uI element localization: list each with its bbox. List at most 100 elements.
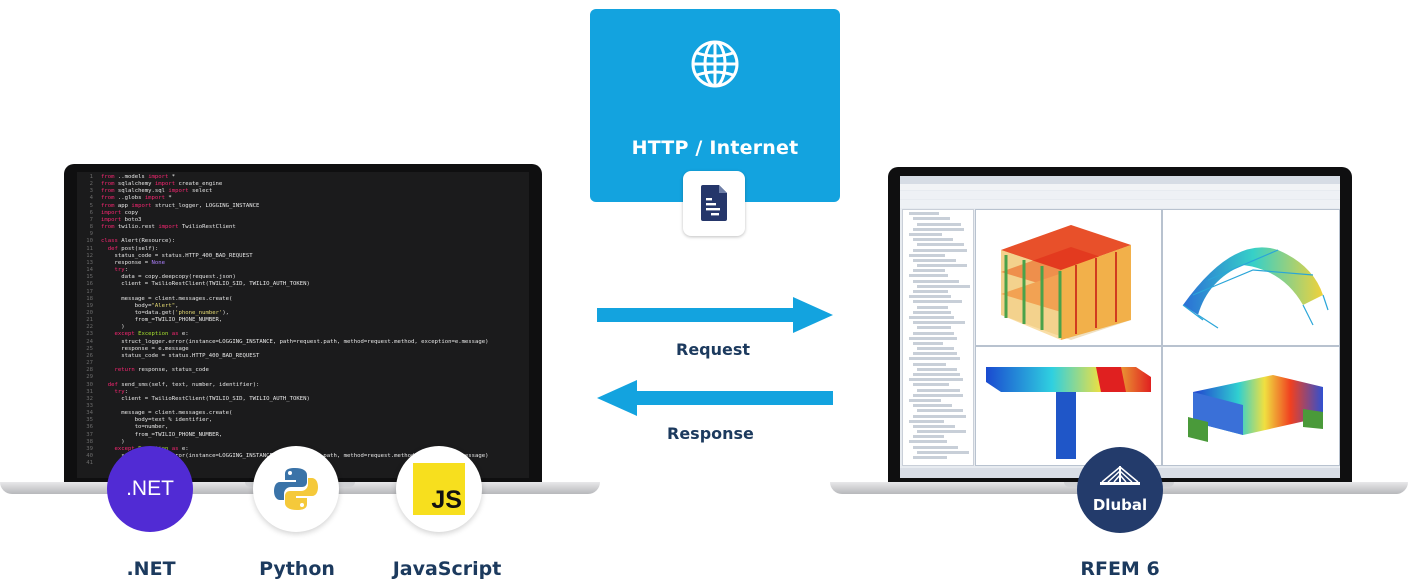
code-text: try: xyxy=(114,267,128,274)
http-internet-label: HTTP / Internet xyxy=(631,137,799,159)
code-line: 37 from_=TWILIO_PHONE_NUMBER, xyxy=(77,432,529,439)
navigator-tree-item xyxy=(913,300,962,304)
navigator-tree-item xyxy=(909,253,945,257)
code-text: body="Alert", xyxy=(134,302,179,309)
navigator-tree-item xyxy=(913,258,956,262)
line-number: 21 xyxy=(86,317,93,324)
code-line: 36 to=number, xyxy=(77,424,529,431)
navigator-tree-item xyxy=(909,357,960,361)
beam-model-graphic xyxy=(1188,375,1323,442)
building-model-graphic xyxy=(1001,225,1131,340)
code-line: 27 xyxy=(77,360,529,367)
code-line: 35 body=text % identifier, xyxy=(77,417,529,424)
code-line: 17 xyxy=(77,289,529,296)
http-internet-box: HTTP / Internet xyxy=(590,9,840,202)
request-arrow xyxy=(597,297,833,333)
model-view-building xyxy=(975,209,1162,346)
line-number: 15 xyxy=(86,274,93,281)
code-line: 31 try: xyxy=(77,389,529,396)
navigator-tree-item xyxy=(913,290,948,293)
line-number: 10 xyxy=(86,238,93,245)
code-text: status_code = status.HTTP_400_BAD_REQUES… xyxy=(114,252,253,259)
line-number: 30 xyxy=(86,381,93,388)
code-text: to=number, xyxy=(134,424,169,431)
line-number: 20 xyxy=(86,309,93,316)
code-line: 18 message = client.messages.create( xyxy=(77,296,529,303)
code-text: from ..models import * xyxy=(101,174,176,180)
code-text: from ..globs import * xyxy=(101,195,172,202)
line-number: 11 xyxy=(86,245,93,252)
navigator-tree-item xyxy=(913,238,953,242)
code-line: 29 xyxy=(77,374,529,381)
navigator-tree-item xyxy=(913,362,946,366)
code-text: class Alert(Resource): xyxy=(101,238,176,245)
code-text: client = TwilioRestClient(TWILIO_SID, TW… xyxy=(121,395,310,402)
bridge-icon xyxy=(1100,466,1140,485)
line-number: 35 xyxy=(86,417,93,424)
line-number: 40 xyxy=(86,453,93,460)
code-text: response = None xyxy=(114,259,166,266)
navigator-tree-item xyxy=(913,404,952,408)
code-text: status_code = status.HTTP_400_BAD_REQUES… xyxy=(121,352,260,359)
line-number: 8 xyxy=(89,224,93,231)
navigator-tree-item xyxy=(913,279,959,283)
app-title-bar xyxy=(900,176,1340,184)
navigator-tree-item xyxy=(909,398,941,402)
line-number: 17 xyxy=(86,288,93,295)
navigator-tree-item xyxy=(909,440,947,444)
response-label: Response xyxy=(667,424,754,443)
frame-model-graphic xyxy=(986,367,1151,459)
navigator-tree-item xyxy=(913,331,954,335)
navigator-tree-item xyxy=(913,414,966,418)
code-line: 32 client = TwilioRestClient(TWILIO_SID,… xyxy=(77,396,529,403)
line-number: 38 xyxy=(86,438,93,445)
line-number: 6 xyxy=(89,209,93,216)
line-number: 5 xyxy=(89,202,93,209)
line-number: 14 xyxy=(86,267,93,274)
code-line: 14 try: xyxy=(77,267,529,274)
navigator-tree-item xyxy=(913,217,950,221)
roof-model-graphic xyxy=(1182,247,1329,329)
line-number: 31 xyxy=(86,388,93,395)
code-text: to=data.get('phone_number'), xyxy=(134,309,230,316)
navigator-tree-item xyxy=(909,295,951,299)
app-toolbar-1 xyxy=(900,191,1340,199)
code-line: 4 from ..globs import * xyxy=(77,195,529,202)
navigator-tree-item xyxy=(917,243,964,247)
code-line: 12 status_code = status.HTTP_400_BAD_REQ… xyxy=(77,253,529,260)
line-number: 32 xyxy=(86,395,93,402)
code-line: 25 response = e.message xyxy=(77,346,529,353)
code-text: from_=TWILIO_PHONE_NUMBER, xyxy=(134,317,223,324)
code-text: from sqlalchemy.sql import select xyxy=(101,188,213,195)
code-text: try: xyxy=(114,388,128,395)
line-number: 16 xyxy=(86,281,93,288)
navigator-tree-item xyxy=(909,212,939,216)
line-number: 3 xyxy=(89,188,93,195)
code-line: 19 body="Alert", xyxy=(77,303,529,310)
line-number: 26 xyxy=(86,352,93,359)
code-line: 10 class Alert(Resource): xyxy=(77,238,529,245)
code-text: ) xyxy=(101,324,125,331)
navigator-tree-item xyxy=(913,321,965,325)
navigator-tree-item xyxy=(913,373,960,376)
navigator-tree-item xyxy=(917,284,970,288)
navigator-tree-item xyxy=(913,341,943,345)
model-view-beam xyxy=(1162,346,1340,466)
code-text: import copy xyxy=(101,209,139,216)
navigator-tree-item xyxy=(913,248,967,252)
code-line: 26 status_code = status.HTTP_400_BAD_REQ… xyxy=(77,353,529,360)
app-menu-bar xyxy=(900,184,1340,190)
line-number: 34 xyxy=(86,410,93,417)
line-number: 36 xyxy=(86,424,93,431)
navigator-tree-item xyxy=(917,367,957,371)
navigator-tree-item xyxy=(909,274,948,278)
dotnet-logo: .NET xyxy=(107,446,193,532)
line-number: 29 xyxy=(86,374,93,381)
navigator-tree-item xyxy=(913,435,944,439)
code-line: 34 message = client.messages.create( xyxy=(77,410,529,417)
line-number: 4 xyxy=(89,195,93,202)
code-text: response = e.message xyxy=(121,345,189,352)
